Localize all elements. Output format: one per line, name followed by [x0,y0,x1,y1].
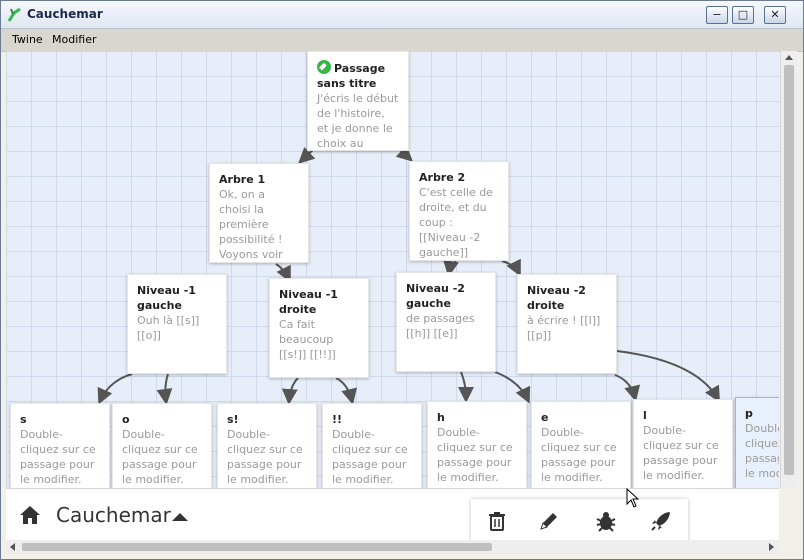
passage-excerpt: Ca fait beaucoup [[s!]] [[!!]] [279,318,336,361]
passage-card-niveau-2-droite[interactable]: Niveau -2 droite à écrire ! [[l]] [[p]] [517,274,617,374]
passage-title: Niveau -1 droite [279,288,338,316]
passage-card-niveau-1-gauche[interactable]: Niveau -1 gauche Ouh là [[s]] [[o]] [127,274,227,374]
passage-excerpt: Double-cliquez sur ce passage pour le mo… [122,428,198,486]
scroll-up-arrow-icon[interactable] [785,55,793,60]
passage-excerpt: Ok, on a choisi la première possibilité … [219,188,283,261]
passage-title: !! [332,413,343,426]
link-arrow [97,373,133,405]
passage-excerpt: à écrire ! [[l]] [[p]] [527,314,601,342]
link-arrow [281,377,299,405]
passage-excerpt: Double-cliquez sur ce passage pour le mo… [541,426,617,484]
passage-title: s [20,413,27,426]
window-title: Cauchemar [27,7,103,21]
passage-excerpt: Double-cliquez sur ce passage pour le mo… [227,428,303,486]
passage-title: e [541,411,549,424]
passage-card-niveau-2-gauche[interactable]: Niveau -2 gauche de passages [[h]] [[e]] [396,272,496,372]
scroll-right-arrow-icon[interactable] [769,543,774,551]
trash-icon[interactable] [485,509,509,533]
scroll-left-arrow-icon[interactable] [10,543,15,551]
passage-excerpt: Ouh là [[s]] [[o]] [137,314,200,342]
bug-icon[interactable] [594,509,618,533]
passage-excerpt: de passages [[h]] [[e]] [406,312,475,340]
scroll-thumb[interactable] [784,65,794,475]
passage-title: h [437,411,445,424]
start-rocket-icon [317,60,331,74]
close-button[interactable]: ✕ [764,6,786,24]
menu-twine[interactable]: Twine [12,33,43,46]
minimize-button[interactable]: − [706,6,728,24]
link-arrow [335,377,358,405]
passage-title: o [122,413,130,426]
passage-title: Niveau -2 gauche [406,282,465,310]
passage-title: Arbre 2 [419,171,466,184]
vertical-scrollbar[interactable] [780,51,797,488]
passage-excerpt: J'écris le début de l'histoire, et je do… [317,92,399,150]
link-arrow [275,263,291,283]
story-name[interactable]: Cauchemar [56,503,171,527]
home-icon[interactable] [18,504,42,526]
passage-card-l[interactable]: l Double-cliquez sur ce passage pour le … [633,399,733,488]
passage-title: Niveau -1 gauche [137,284,196,312]
link-arrow [494,371,531,404]
pencil-icon[interactable] [537,509,561,533]
menu-modifier[interactable]: Modifier [52,33,97,46]
maximize-button[interactable]: □ [732,6,754,24]
passage-excerpt: Double-cliquez sur ce passage pour le mo… [332,428,408,486]
passage-links [97,144,721,405]
link-arrow [156,373,173,405]
passage-excerpt: Double-cliquez sur ce passage pour le mo… [437,426,513,484]
passage-card-p[interactable]: p Double-cliquez sur ce passage pour le … [735,397,779,488]
title-bar: Cauchemar − □ ✕ [1,1,803,29]
passage-card-o[interactable]: o Double-cliquez sur ce passage pour le … [112,403,212,488]
passage-title: Passage sans titre [317,62,386,90]
passage-excerpt: C'est celle de droite, et du coup : [[Ni… [419,186,493,259]
passage-card-s[interactable]: s Double-cliquez sur ce passage pour le … [10,403,110,488]
caret-up-icon[interactable] [172,513,188,521]
passage-title: Arbre 1 [219,173,266,186]
passage-title: s! [227,413,239,426]
passage-excerpt: Double-cliquez sur ce passage pour le mo… [20,428,96,486]
passage-title: Niveau -2 droite [527,284,586,312]
passage-card-start[interactable]: Passage sans titre J'écris le début de l… [307,51,409,151]
passage-card-arbre-1[interactable]: Arbre 1 Ok, on a choisi la première poss… [209,163,309,263]
link-arrow [443,259,459,277]
passage-excerpt: Double-cliquez sur ce passage pour le mo… [745,422,779,480]
passage-toolbox [471,499,688,543]
passage-card-e[interactable]: e Double-cliquez sur ce passage pour le … [531,401,631,488]
passage-title: l [643,409,647,422]
horizontal-scrollbar[interactable] [6,540,779,554]
story-map-canvas[interactable]: Passage sans titre J'écris le début de l… [6,51,779,488]
scroll-thumb[interactable] [22,543,492,551]
passage-card-arbre-2[interactable]: Arbre 2 C'est celle de droite, et du cou… [409,161,509,261]
passage-card-double-excl[interactable]: !! Double-cliquez sur ce passage pour le… [322,403,422,488]
rocket-icon[interactable] [649,509,673,533]
passage-excerpt: Double-cliquez sur ce passage pour le mo… [643,424,719,482]
mouse-cursor-icon [626,488,640,508]
link-arrow [616,350,721,403]
link-arrow [457,371,474,403]
twine-app-icon [7,7,21,22]
passage-card-s-excl[interactable]: s! Double-cliquez sur ce passage pour le… [217,403,317,488]
passage-card-h[interactable]: h Double-cliquez sur ce passage pour le … [427,401,527,488]
passage-title: p [745,407,753,420]
menu-bar: Twine Modifier [1,29,803,52]
passage-card-niveau-1-droite[interactable]: Niveau -1 droite Ca fait beaucoup [[s!]]… [269,278,369,378]
link-arrow [501,258,521,277]
link-arrow [614,374,641,402]
